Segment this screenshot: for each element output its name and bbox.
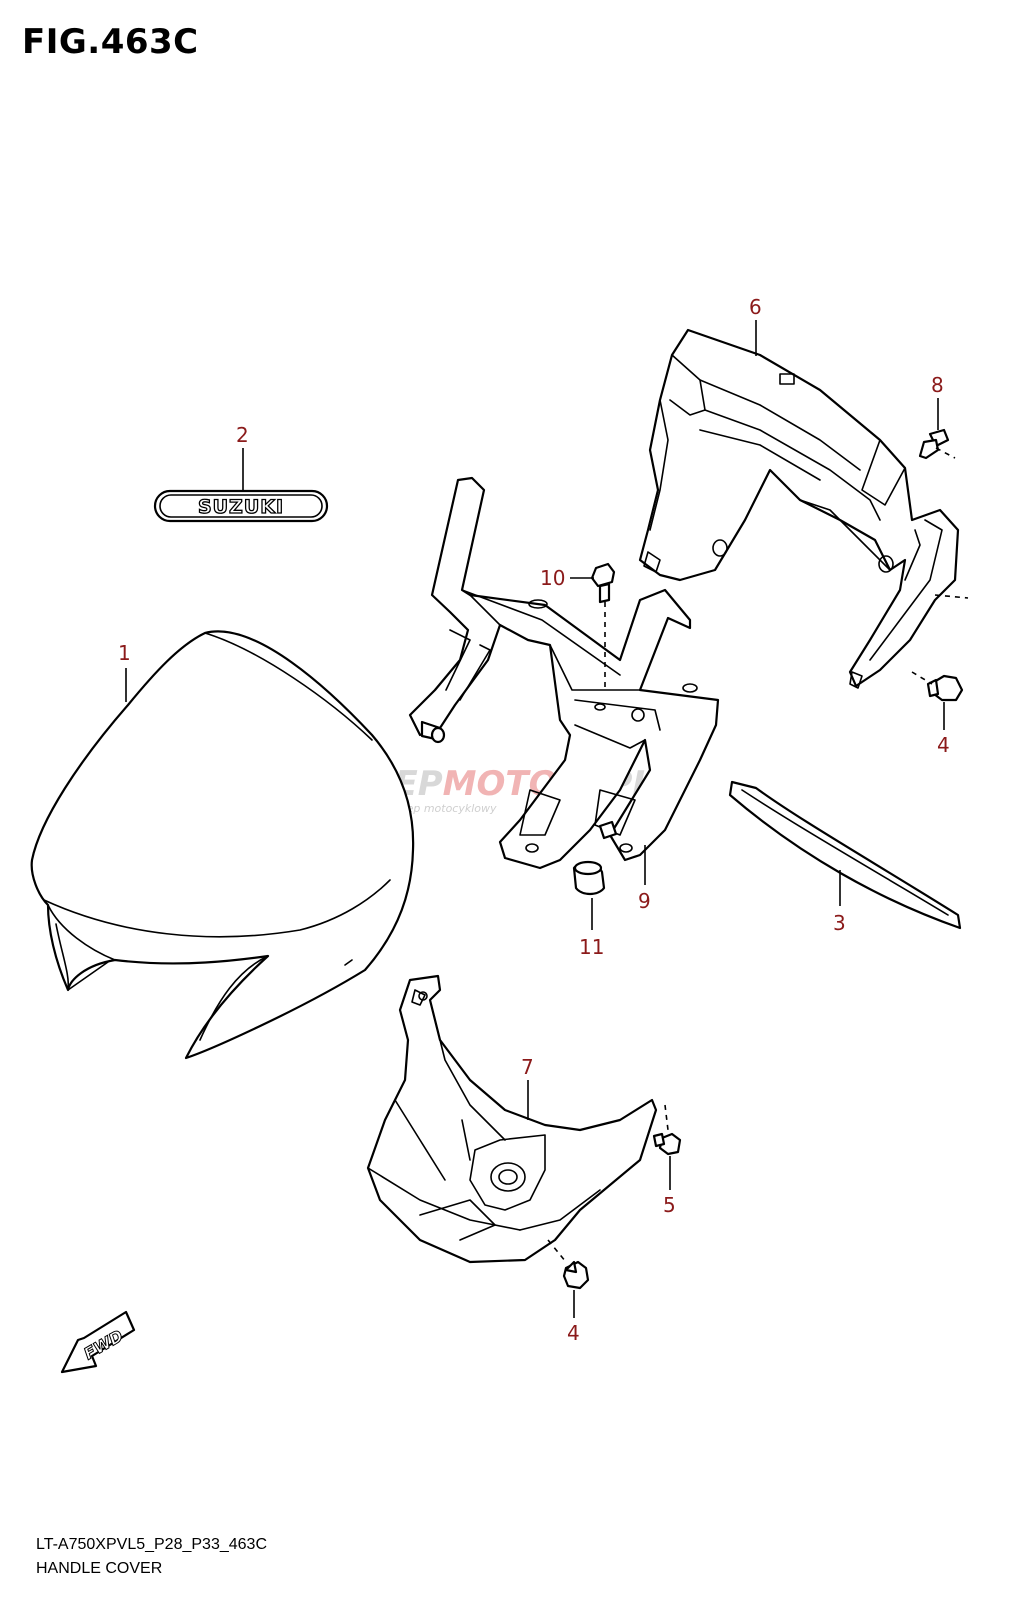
part-4-clip-upper	[926, 674, 964, 702]
callout-7: 7	[521, 1055, 534, 1079]
part-4-clip-lower	[562, 1260, 590, 1290]
callout-6: 6	[749, 295, 762, 319]
callout-1: 1	[118, 641, 131, 665]
callout-3: 3	[833, 911, 846, 935]
figure-name: HANDLE COVER	[36, 1560, 163, 1577]
leader-lines	[125, 320, 969, 1318]
callout-5: 5	[663, 1193, 676, 1217]
callout-4-lower: 4	[567, 1321, 580, 1345]
part-7-lower-cover	[366, 974, 658, 1264]
part-5-pin	[652, 1132, 682, 1156]
callout-8: 8	[931, 373, 944, 397]
part-6-upper-cover	[638, 328, 960, 689]
part-1-handle-cover	[30, 630, 415, 1060]
part-2-emblem: SUZUKI	[153, 489, 329, 523]
callout-2: 2	[236, 423, 249, 447]
figure-title: FIG.463C	[22, 22, 199, 62]
part-11-grommet	[572, 860, 606, 896]
figure-code: LT-A750XPVL5_P28_P33_463C	[36, 1536, 267, 1553]
callout-10: 10	[540, 566, 565, 590]
emblem-text: SUZUKI	[198, 496, 284, 518]
part-10-bolt	[590, 562, 616, 604]
callout-4-upper: 4	[937, 733, 950, 757]
callouts: 1 2 3 4 4 5 6 7 8 9 10 11	[118, 295, 950, 1345]
part-9-bracket	[408, 476, 720, 870]
fwd-arrow-icon: FWD	[60, 1310, 136, 1374]
callout-11: 11	[579, 935, 604, 959]
part-8-screw	[918, 428, 950, 460]
part-3-seal	[728, 780, 962, 930]
callout-9: 9	[638, 889, 651, 913]
